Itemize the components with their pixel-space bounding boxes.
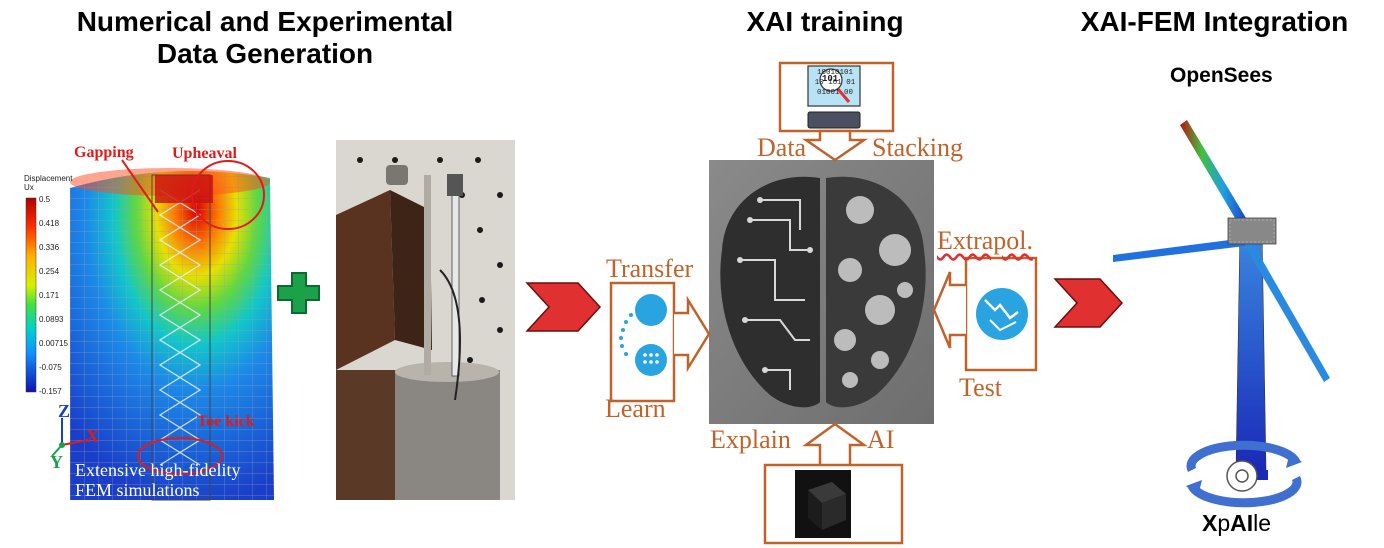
- fem-caption-line2: FEM simulations: [75, 480, 200, 500]
- fem-model: [25, 159, 274, 501]
- label-toe-kick: Toe kick: [197, 413, 255, 430]
- logo-text: XpAIle: [1202, 510, 1271, 537]
- colorbar-tick-6: 0.00715: [39, 339, 68, 348]
- section-title-line1: Numerical and Experimental: [76, 6, 454, 37]
- label-data: Data: [757, 133, 807, 162]
- section-title-xai-fem-integration: XAI-FEM Integration: [1080, 6, 1349, 37]
- binary-row-3: 01001 00: [816, 89, 853, 97]
- fem-caption: Extensive high-fidelity FEM simulations: [75, 460, 240, 500]
- label-gapping: Gapping: [74, 144, 134, 161]
- label-extrapol: Extrapol.: [937, 226, 1034, 255]
- logo-text-p: p: [1217, 510, 1231, 536]
- wind-turbine-model: [1113, 120, 1330, 480]
- colorbar-tick-0: 0.5: [39, 195, 51, 204]
- colorbar-tick-7: -0.075: [39, 363, 62, 372]
- axis-z-label: Z: [58, 401, 71, 421]
- label-test: Test: [959, 373, 1002, 402]
- fem-caption-line1: Extensive high-fidelity: [75, 460, 241, 480]
- binary-row-2: 10 101 01: [814, 79, 856, 87]
- label-opensees: OpenSees: [1170, 64, 1273, 87]
- binary-center: 101: [822, 74, 839, 84]
- label-explain: Explain: [710, 425, 791, 454]
- flow-arrow-2: [1053, 278, 1124, 328]
- section-title-xai-training: XAI training: [746, 6, 904, 37]
- label-transfer: Transfer: [606, 254, 694, 283]
- section-title-line2: Data Generation: [156, 38, 374, 69]
- colorbar-tick-5: 0.0893: [39, 315, 64, 324]
- logo-text-ai: AI: [1230, 510, 1254, 536]
- flow-arrow-1: [525, 282, 602, 332]
- label-upheaval: Upheaval: [172, 145, 237, 162]
- logo-text-le: le: [1253, 510, 1272, 536]
- label-stacking: Stacking: [872, 133, 963, 162]
- colorbar-tick-1: 0.418: [39, 219, 60, 228]
- plus-icon: [277, 272, 320, 314]
- logo-text-x: X: [1202, 510, 1218, 536]
- colorbar-title-line2: Ux: [24, 183, 34, 192]
- axis-y-label: Y: [50, 452, 63, 472]
- colorbar: [25, 197, 37, 393]
- label-ai: AI: [867, 425, 895, 454]
- colorbar-title: Displacement Ux: [24, 174, 72, 192]
- axis-x-label: X: [86, 426, 99, 446]
- colorbar-tick-8: -0.157: [39, 387, 62, 396]
- binary-row-1: 10010101: [816, 69, 853, 77]
- binary-text: 10010101 10 101 01 01001 00: [810, 68, 860, 98]
- xpaile-logo: [1186, 440, 1302, 508]
- section-title-data-generation: Numerical and Experimental Data Generati…: [20, 6, 510, 70]
- experiment-photo: [336, 140, 515, 500]
- label-learn: Learn: [605, 394, 666, 423]
- xai-brain: [709, 160, 934, 424]
- colorbar-tick-2: 0.336: [39, 243, 60, 252]
- colorbar-tick-4: 0.171: [39, 291, 60, 300]
- colorbar-title-line1: Displacement: [24, 174, 73, 183]
- colorbar-tick-3: 0.254: [39, 267, 60, 276]
